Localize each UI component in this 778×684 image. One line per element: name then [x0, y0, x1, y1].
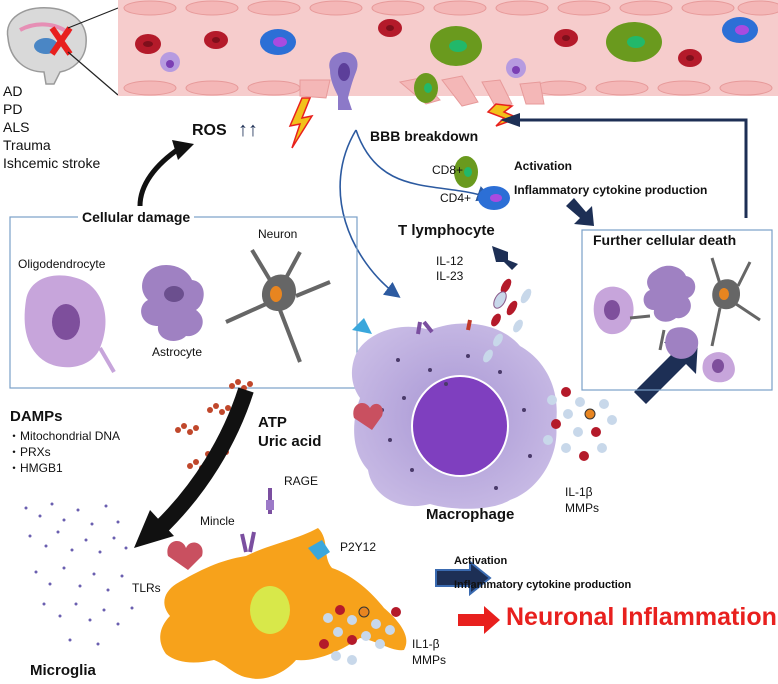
disease-item: AD [3, 83, 23, 99]
damp-particles [24, 502, 134, 646]
microglia-cytokine-label: Inflammatory cytokine production [454, 579, 632, 591]
damp-item: ・PRXs [8, 445, 51, 459]
damage-to-microglia-arrow [152, 387, 254, 536]
rage-label: RAGE [284, 474, 319, 488]
disease-item: Trauma [3, 137, 51, 153]
oligodendrocyte-cell [24, 275, 116, 374]
disease-item: Ishcemic stroke [3, 155, 101, 171]
microglia-cell [160, 528, 407, 679]
microglia-to-activation-arrow [435, 559, 492, 597]
il12-label: IL-12 [436, 254, 464, 268]
tcell-cytokine-label: Inflammatory cytokine production [514, 183, 708, 197]
cellular-damage-title: Cellular damage [78, 209, 195, 226]
cytokine-particles-macrophage [483, 278, 617, 461]
atp-label: ATP [258, 414, 287, 431]
further-death-title: Further cellular death [590, 232, 740, 249]
macrophage-mmps-label: MMPs [565, 501, 599, 515]
damps-list: ・Mitochondrial DNA ・PRXs ・HMGB1 [8, 428, 120, 476]
bbb-to-macrophage-arrow [339, 129, 401, 298]
lymphocyte-in-vessel [160, 17, 758, 103]
macrophage-label: Macrophage [426, 506, 515, 523]
cd4-tcell [478, 186, 510, 210]
further-death-box [581, 229, 773, 391]
neuron-label: Neuron [258, 227, 298, 241]
macrophage-to-tlymphocyte-arrow [492, 246, 518, 270]
neuron-cell [225, 248, 331, 363]
ros-label: ROS [192, 122, 227, 139]
damage-to-ros-arrowhead [172, 140, 194, 160]
damp-item: ・Mitochondrial DNA [8, 429, 121, 443]
damage-to-microglia-arrowhead [134, 510, 174, 548]
brain-icon [6, 7, 87, 85]
microglia-label: Microglia [30, 662, 96, 679]
tcell-activation-label: Activation [514, 159, 573, 173]
feedback-line [516, 118, 748, 218]
disease-item: PD [3, 101, 23, 117]
bbb-breakdown-label: BBB breakdown [370, 128, 479, 144]
astrocyte-cell [141, 265, 204, 341]
cytokine-particles-microglia [319, 605, 401, 665]
tlrs-label: TLRs [132, 581, 161, 595]
uric-acid-label: Uric acid [258, 433, 322, 450]
red-outcome-arrow [458, 606, 500, 634]
red-blood-cell [135, 19, 702, 67]
bbb-to-tcell-arrow [355, 129, 494, 202]
macrophage-il1b-label: IL-1β [565, 485, 593, 499]
t-lymphocyte-label: T lymphocyte [398, 222, 495, 239]
microglia-activation-label: Activation [454, 555, 508, 567]
macrophage-receptors [352, 318, 472, 430]
oligodendrocyte-label: Oligodendrocyte [18, 257, 106, 271]
astrocyte-label: Astrocyte [152, 345, 203, 359]
cd8-label: CD8+ [432, 163, 464, 177]
p2y12-label: P2Y12 [340, 540, 377, 554]
feedback-arrowhead [500, 113, 520, 127]
damp-item: ・HMGB1 [8, 461, 63, 475]
cd8-tcell [454, 156, 478, 188]
mincle-label: Mincle [200, 514, 235, 528]
transmigrating-monocyte [329, 52, 358, 110]
microglia-mmps-label: MMPs [412, 653, 446, 667]
il23-label: IL-23 [436, 269, 464, 283]
damage-to-ros-arrow [137, 145, 182, 207]
damps-title: DAMPs [10, 408, 63, 425]
dying-cells [593, 257, 761, 383]
cd4-label: CD4+ [440, 191, 472, 205]
macrophage-cell [351, 323, 557, 509]
microglia-il1b-label: IL1-β [412, 637, 440, 651]
neuronal-inflammation-label: Neuronal Inflammation [506, 603, 777, 631]
disease-item: ALS [3, 119, 30, 135]
ros-up-arrows: ↑↑ [238, 119, 258, 141]
blocked-x-icon [49, 26, 73, 56]
tcell-to-further-death-arrow [566, 198, 594, 226]
disease-list: AD PD ALS Trauma Ishcemic stroke [3, 82, 100, 172]
zoom-line-top [67, 7, 119, 29]
zoom-line-bottom [67, 51, 119, 96]
blood-vessel [118, 0, 778, 109]
microglia-receptors [167, 488, 330, 570]
